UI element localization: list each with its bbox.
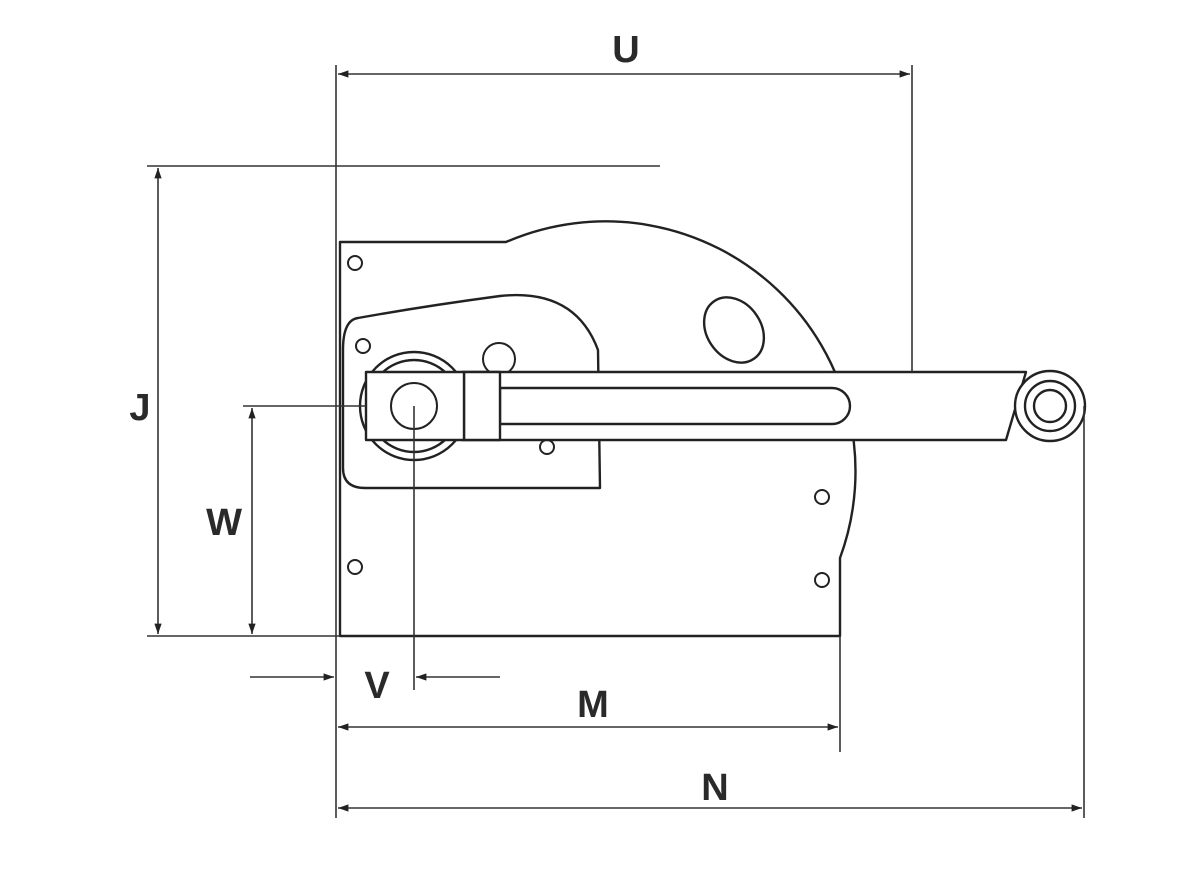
mounting-hole — [355, 338, 371, 354]
label-V: V — [364, 665, 390, 707]
mounting-hole — [814, 489, 830, 505]
extension-lines — [147, 65, 1085, 818]
label-J: J — [129, 387, 150, 429]
gear-hole — [482, 342, 516, 376]
knob-inner — [1032, 388, 1068, 424]
crank-handle — [364, 369, 1087, 443]
dimension-lines — [154, 70, 1082, 812]
drum-slot — [702, 296, 766, 364]
label-W: W — [206, 502, 242, 544]
handle-clamp — [462, 370, 502, 442]
handle-slot — [498, 386, 852, 426]
winch-body — [338, 220, 1087, 638]
mounting-hole — [814, 572, 830, 588]
label-N: N — [701, 767, 728, 809]
label-M: M — [577, 684, 609, 726]
label-U: U — [612, 29, 639, 71]
mounting-hole — [347, 559, 363, 575]
dimension-labels: U J W V M N — [129, 29, 728, 809]
mounting-hole — [539, 439, 555, 455]
mounting-hole — [347, 255, 363, 271]
